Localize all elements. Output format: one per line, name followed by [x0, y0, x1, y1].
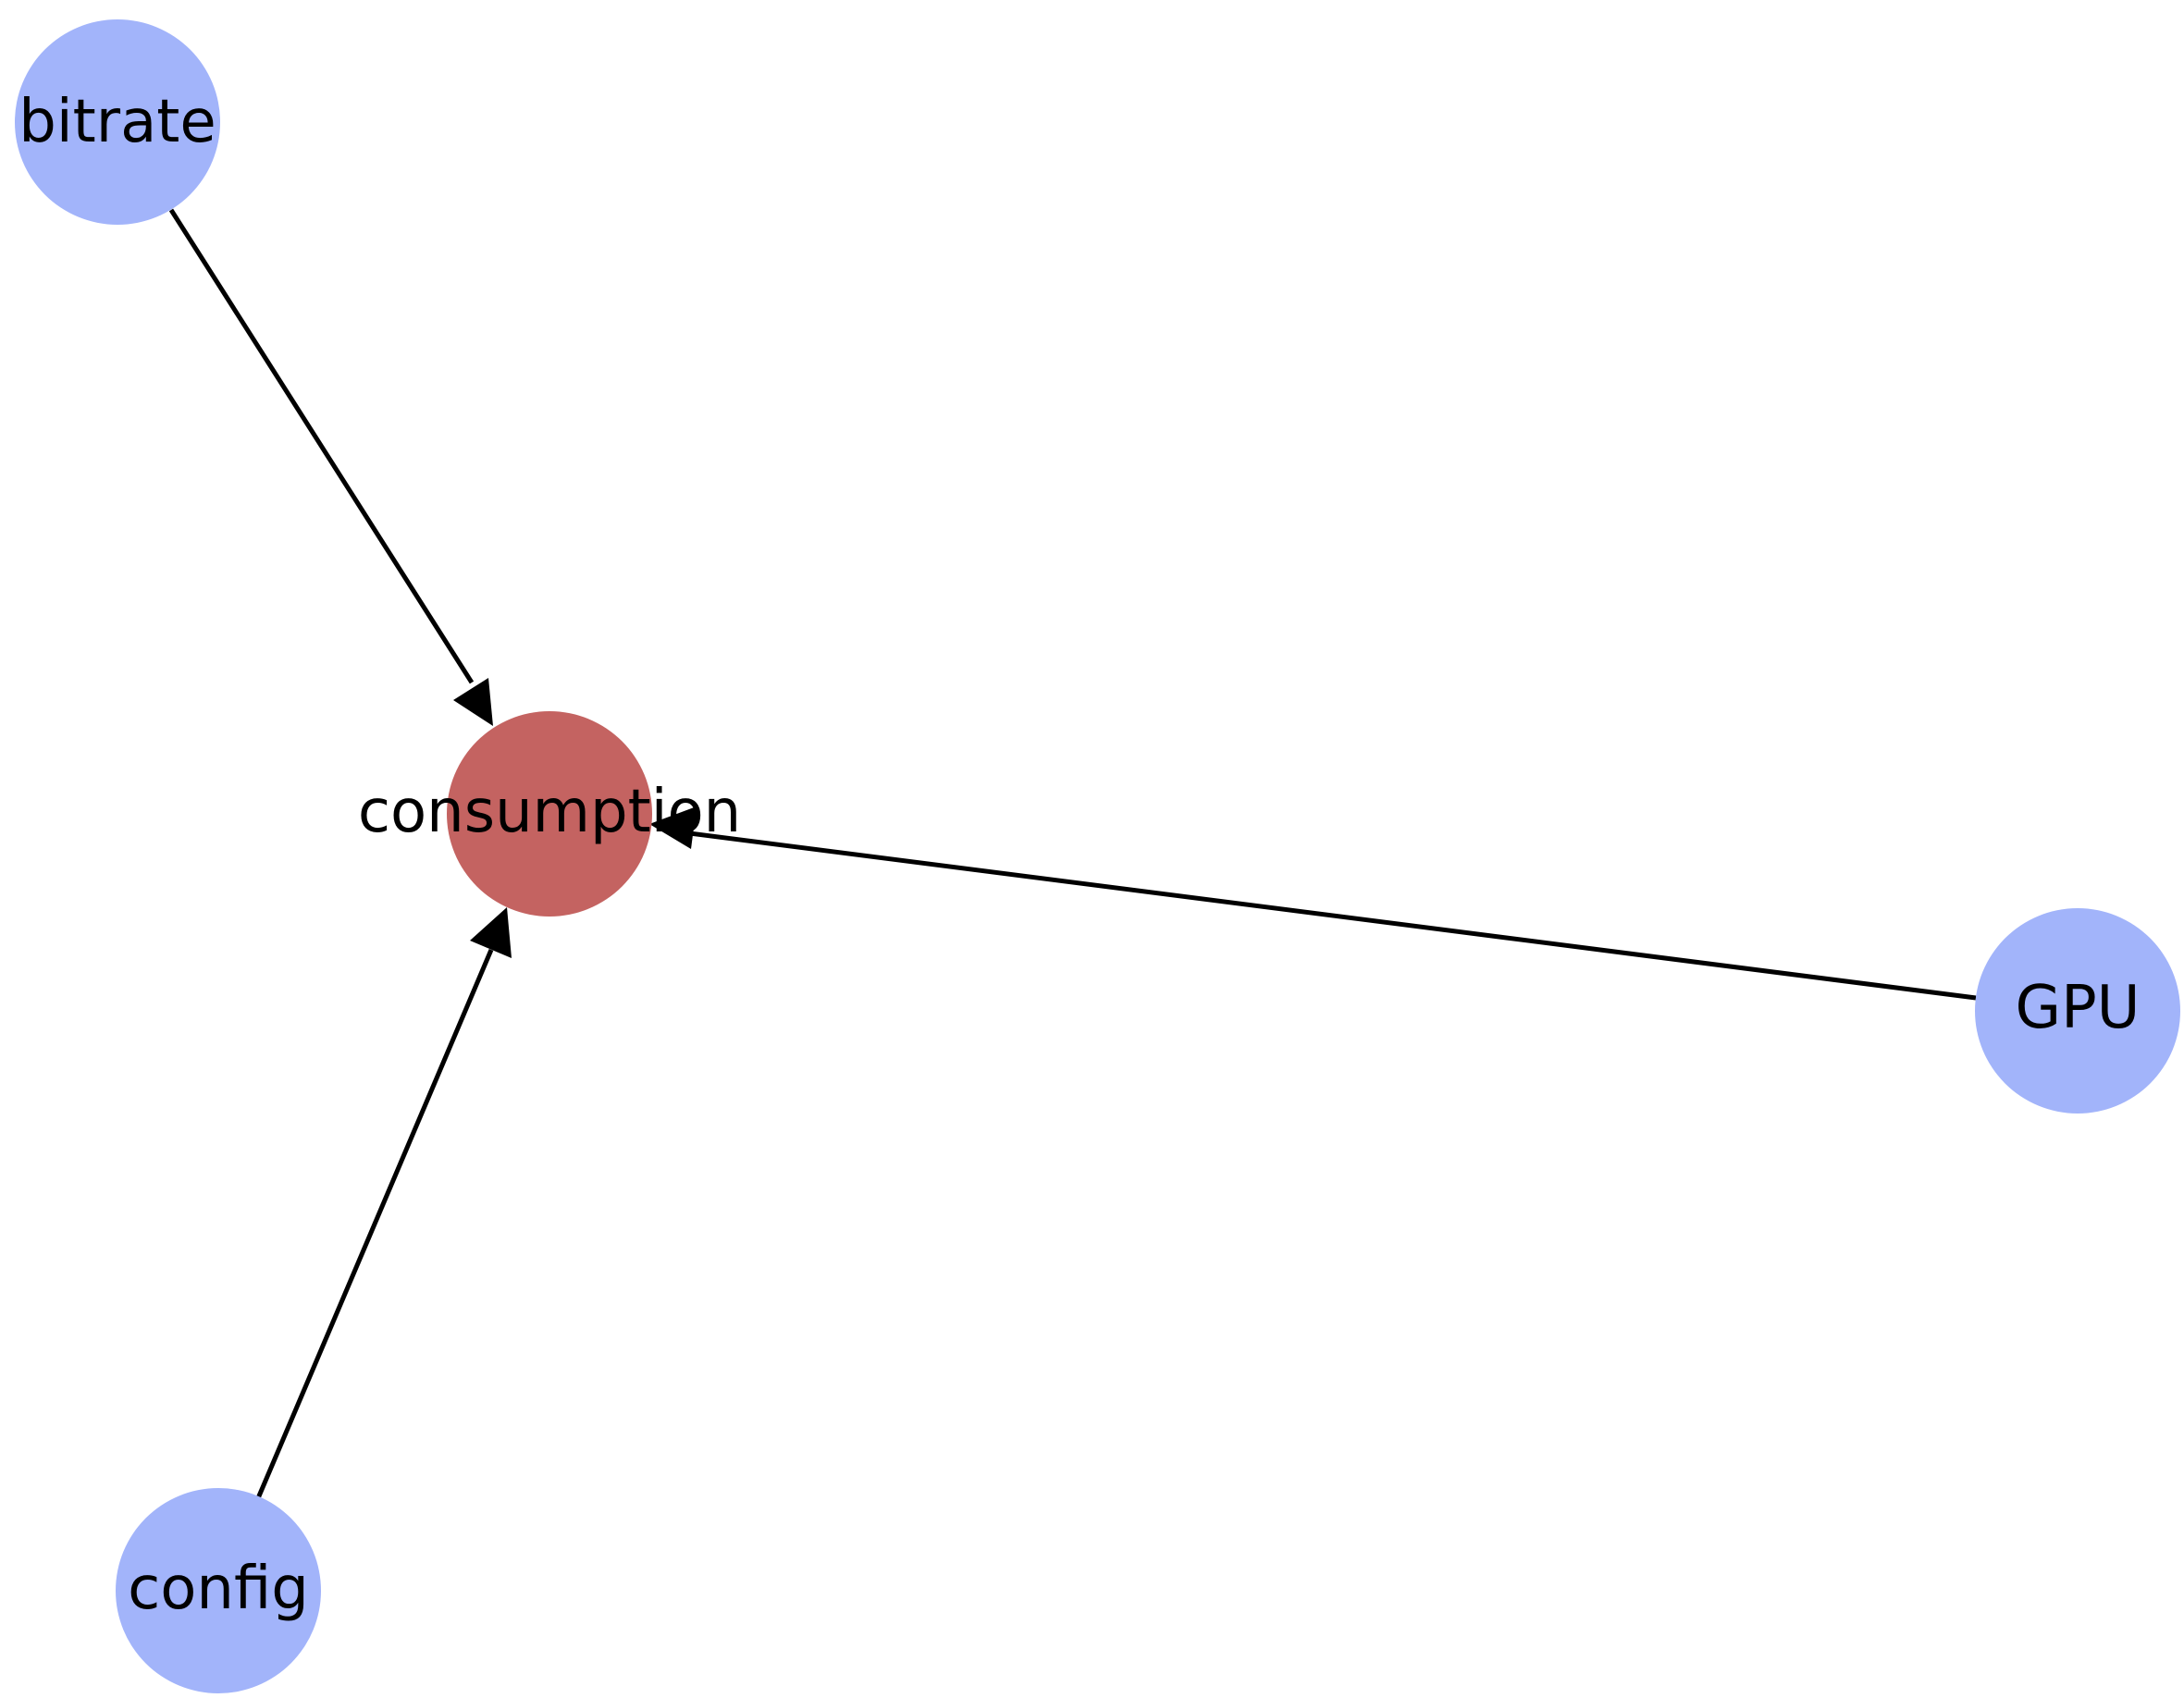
edge-config-to-consumption	[255, 907, 512, 1499]
arrowhead	[453, 678, 493, 726]
node-circle-consumption	[447, 711, 652, 917]
node-consumption[interactable]: consumption	[358, 711, 741, 917]
arrowhead	[649, 806, 697, 849]
node-label-config: config	[128, 1555, 309, 1623]
node-config[interactable]: config	[116, 1488, 321, 1693]
edge-line	[255, 949, 494, 1499]
node-circle-gpu	[1975, 908, 2180, 1114]
node-circle-config	[116, 1488, 321, 1693]
node-label-consumption: consumption	[358, 778, 741, 846]
edge-line	[168, 208, 475, 684]
node-circle-bitrate	[15, 19, 220, 225]
arrowhead	[470, 907, 512, 958]
nodes-layer: bitrate consumption GPU config	[15, 19, 2180, 1693]
edge-bitrate-to-consumption	[168, 208, 493, 726]
edges-layer	[168, 208, 1977, 1499]
node-bitrate[interactable]: bitrate	[15, 19, 220, 225]
node-gpu[interactable]: GPU	[1975, 908, 2180, 1114]
edge-line	[674, 829, 1977, 1001]
edge-gpu-to-consumption	[649, 806, 1977, 1001]
node-label-bitrate: bitrate	[19, 88, 216, 156]
node-label-gpu: GPU	[2015, 974, 2140, 1042]
